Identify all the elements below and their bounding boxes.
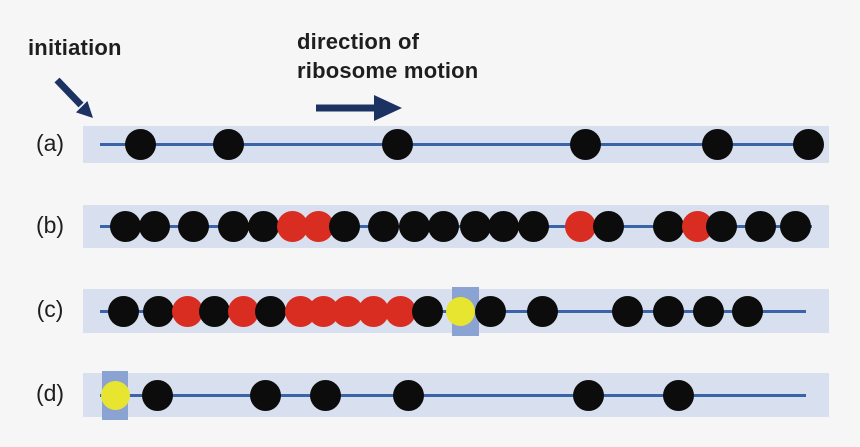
- ribosome-yellow: [100, 380, 130, 410]
- row-label-a: (a): [35, 129, 65, 156]
- mrna-line: [100, 143, 808, 146]
- ribosome-black: [779, 211, 811, 242]
- ribosome-black: [254, 295, 286, 327]
- ribosome-black: [592, 211, 624, 242]
- ribosome-red: [276, 211, 308, 242]
- ribosome-black: [249, 379, 281, 411]
- ribosome-black: [652, 211, 684, 242]
- ribosome-black: [744, 211, 776, 242]
- direction-label-line1: direction of: [297, 29, 420, 54]
- ribosome-black: [109, 211, 141, 242]
- ribosome-black: [459, 211, 491, 242]
- ribosome-black: [198, 295, 230, 327]
- initiation-arrow-icon: [54, 77, 93, 118]
- ribosome-black: [328, 211, 360, 242]
- ribosome-black: [141, 379, 173, 411]
- ribosome-black: [517, 211, 549, 242]
- ribosome-black: [381, 129, 413, 160]
- ribosome-red: [302, 211, 334, 242]
- ribosome-yellow: [445, 296, 475, 326]
- ribosome-red: [331, 295, 363, 327]
- ribosome-black: [701, 129, 733, 160]
- ribosome-black: [474, 295, 506, 327]
- ribosome-black: [652, 295, 684, 327]
- ribosome-black: [107, 295, 139, 327]
- ribosome-black: [792, 129, 824, 160]
- ribosome-red: [171, 295, 203, 327]
- ribosome-black: [692, 295, 724, 327]
- ribosome-black: [247, 211, 279, 242]
- ribosome-red: [227, 295, 259, 327]
- ribosome-black: [392, 379, 424, 411]
- ribosome-black: [217, 211, 249, 242]
- row-label-b: (b): [35, 211, 65, 238]
- ribosome-red: [357, 295, 389, 327]
- ribosome-black: [662, 379, 694, 411]
- ribosome-black: [526, 295, 558, 327]
- ribosome-black: [427, 211, 459, 242]
- initiation-label: initiation: [28, 35, 122, 60]
- ribosome-black: [731, 295, 763, 327]
- ribosome-black: [487, 211, 519, 242]
- ribosome-black: [138, 211, 170, 242]
- ribosome-red: [564, 211, 596, 242]
- direction-label: direction of ribosome motion: [297, 27, 478, 85]
- ribosome-black: [309, 379, 341, 411]
- ribosome-black: [569, 129, 601, 160]
- ribosome-black: [572, 379, 604, 411]
- mrna-line: [100, 393, 806, 397]
- ribosome-black: [367, 211, 399, 242]
- row-label-d: (d): [35, 380, 65, 406]
- ribosome-black: [177, 211, 209, 242]
- ribosome-black: [411, 295, 443, 327]
- ribosome-black: [705, 211, 737, 242]
- ribosome-black: [398, 211, 430, 242]
- direction-arrow-icon: [316, 95, 402, 121]
- ribosome-black: [611, 295, 643, 327]
- ribosome-black: [212, 129, 244, 160]
- ribosome-black: [124, 129, 156, 160]
- direction-label-line2: ribosome motion: [297, 58, 479, 83]
- ribosome-black: [142, 295, 174, 327]
- row-label-c: (c): [36, 296, 64, 322]
- ribosome-red: [384, 295, 416, 327]
